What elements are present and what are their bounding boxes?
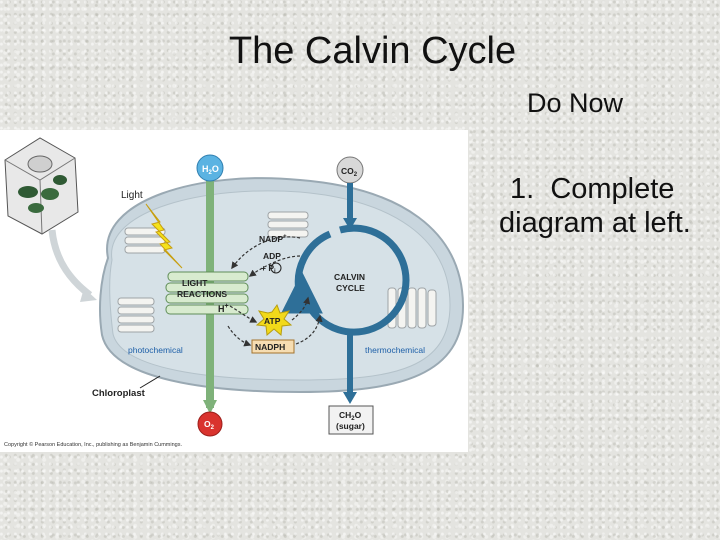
svg-text:CO2: CO2 [341, 166, 358, 178]
light-reactions-label: LIGHT [182, 278, 208, 288]
svg-text:H2O: H2O [202, 164, 219, 176]
adp-return-arrow [248, 255, 301, 277]
atp-star [255, 303, 293, 336]
nadp-label: NADP+ [259, 234, 287, 244]
do-now-heading: Do Now [527, 88, 624, 118]
atp-label: ATP [264, 316, 281, 326]
lightning-icon [145, 203, 183, 269]
sugar-box [328, 405, 374, 435]
light-label: Light [121, 190, 143, 201]
task-item: 1. Complete diagram at left. [487, 172, 691, 240]
h-plus-label: H+ [218, 303, 229, 314]
atp-to-calvin-arrow [291, 296, 311, 321]
nadph-box [251, 339, 295, 354]
photochemical-label: photochemical [128, 345, 183, 355]
svg-text:(sugar): (sugar) [336, 421, 365, 431]
thermochemical-label: thermochemical [365, 345, 425, 355]
svg-text:CYCLE: CYCLE [336, 283, 365, 293]
svg-text:CH2O: CH2O [339, 410, 362, 422]
plant-cell-illustration [4, 137, 79, 235]
nadph-label: NADPH [255, 342, 285, 352]
h2o-molecule [196, 154, 224, 182]
calvin-cycle-diagram: Light H2O LIGHT REACTIONS H+ CALVIN CYCL… [0, 130, 468, 452]
nadph-to-calvin-arrow [295, 314, 323, 345]
adp-label: ADP [263, 251, 281, 261]
calvin-cycle-label: CALVIN [334, 272, 365, 282]
svg-text:REACTIONS: REACTIONS [177, 289, 227, 299]
svg-text:O2: O2 [204, 419, 215, 431]
pi-label: + Pi [261, 263, 276, 275]
thylakoid-stacks [117, 211, 437, 333]
task-line-2: diagram at left. [499, 207, 691, 239]
light-reactions-stack [165, 271, 249, 315]
nadp-return-arrow [231, 236, 301, 270]
task-line-1: Complete [550, 173, 675, 205]
o2-molecule [197, 411, 223, 437]
task-number: 1. [510, 173, 535, 205]
slide-title: The Calvin Cycle [228, 30, 517, 72]
chloroplast-label: Chloroplast [92, 388, 146, 399]
copyright-text: Copyright © Pearson Education, Inc., pub… [4, 441, 182, 448]
